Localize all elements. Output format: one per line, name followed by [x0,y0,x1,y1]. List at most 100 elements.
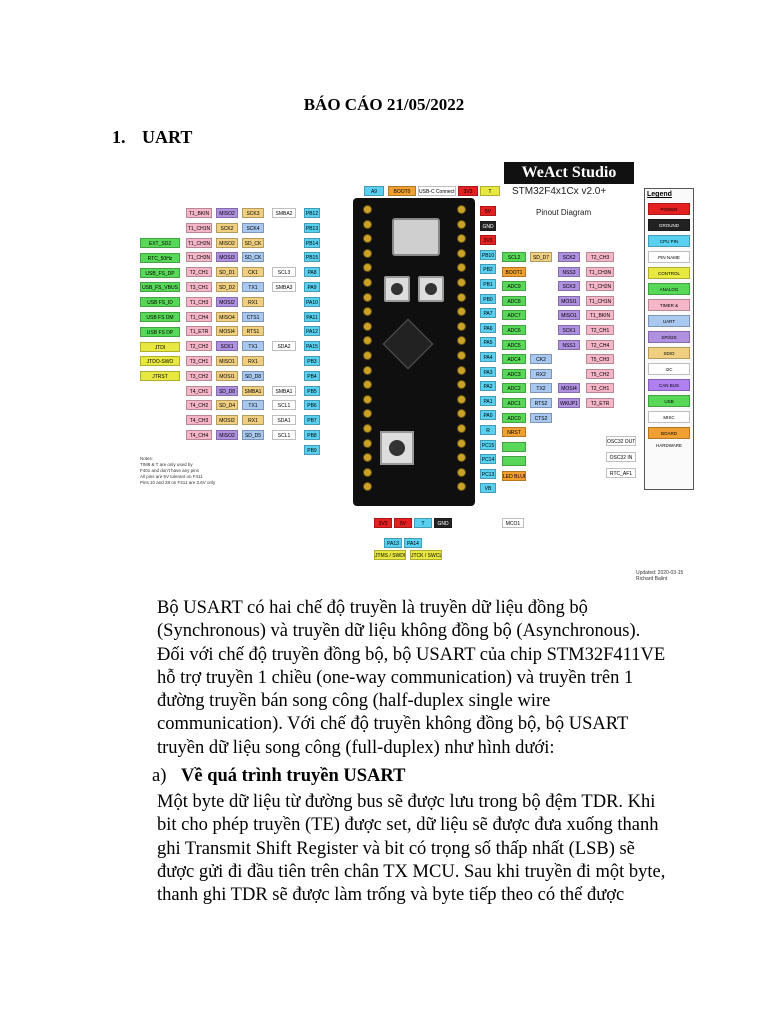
pin-tag: R [480,425,496,435]
pin-tag: SD_D2 [216,282,238,292]
paragraph-usart-transmit: Một byte dữ liệu từ đường bus sẽ được lư… [157,791,717,907]
pin-tag: PB13 [304,222,320,233]
header-pin [364,352,371,359]
boot0-button [384,276,410,302]
header-pin [364,468,371,476]
figure-subtitle: STM32F4x1Cx v2.0+ [512,186,607,197]
note-line: TIM8 & T are only used by [140,462,193,467]
pin-tag: CK1 [242,267,264,278]
pin-tag: PA9 [304,282,320,292]
pin-tag: 3V3 [374,518,392,528]
note-line: Richard Balint [636,576,668,582]
legend-item: BOARD HARDWARE [648,427,690,448]
pin-tag: T1_CH3 [186,296,212,307]
header-pin [364,249,371,257]
text-line: Một byte dữ liệu từ đường bus sẽ được lư… [157,792,656,812]
pin-tag: SD_CK [242,252,264,263]
pin-tag: T3_CH2 [186,370,212,381]
note-line: F401 and don't have any pins [140,468,199,473]
legend-item: PIN NAME [648,251,690,263]
pin-tag: USB FS DM [140,312,180,322]
text-line: Bộ USART có hai chế độ truyền là truyền … [157,598,588,618]
pin-tag: PB14 [304,237,320,248]
pin-tag: PB8 [304,430,320,440]
section-number: 1. [112,127,126,147]
header-pin [458,366,465,374]
header-pin [364,366,371,374]
pin-tag: T5_CH3 [586,354,614,365]
pin-tag: T2_ETR [586,398,614,408]
header-pin [364,308,371,316]
pin-tag: JTDO-SWO [140,356,180,367]
pin-tag: T4_CH4 [186,430,212,440]
pin-tag: SCK3 [242,208,264,218]
pin-tag: ADC3 [502,368,526,379]
paragraph-usart-modes: Bộ USART có hai chế độ truyền là truyền … [157,597,717,760]
pin-tag: ADC1 [502,398,526,408]
pin-tag: PA13 [384,538,402,548]
note-line: Pins 10 and 28 on F411 are 3.6V only [140,480,216,485]
pin-tag: T1_CH1N [186,222,212,233]
pin-tag: MISO1 [216,356,238,366]
pin-tag: GND [480,220,496,231]
brand-logo: WeAct Studio [504,162,634,184]
pin-tag: T1_CH1N [586,295,614,306]
pin-tag: OSC32 IN [606,452,636,462]
pinout-diagram-figure: WeAct Studio STM32F4x1Cx v2.0+ Pinout Di… [136,158,696,590]
pin-tag: T2_CH1 [186,267,212,278]
header-pin [458,308,465,316]
header-pin [364,483,371,491]
header-pin [458,468,465,476]
header-pin [458,249,465,257]
pin-tag: PA5 [480,337,496,348]
header-pin [458,264,465,272]
legend-item: POWER [648,203,690,215]
legend-item: CAN BUS [648,379,690,391]
header-pin [458,439,465,447]
note-line: Notes: [140,456,154,461]
header-pin [458,483,465,491]
pin-tag: MOSI4 [216,326,238,337]
section-title: UART [142,127,193,147]
pin-tag: PA12 [304,326,320,337]
pin-tag: PC15 [480,439,496,450]
pin-tag: MOSI1 [558,295,580,306]
legend-item: SDIO [648,347,690,359]
pin-tag: SDA1 [272,415,296,426]
usb-c-connector [392,218,440,256]
pin-tag: 3V3 [480,235,496,246]
legend-item: TIMER & CHANNEL [648,299,690,320]
pin-tag: PB9 [304,444,320,455]
header-pin [364,381,371,389]
text-line: ghi Transmit Shift Register và bit có tr… [157,838,635,859]
pin-tag: PB6 [304,400,320,411]
pin-tag: CTS2 [530,412,552,423]
pin-tag: SD_D7 [530,252,552,262]
text-line: Đối với chế độ truyền đồng bộ, bộ USART … [157,644,666,665]
pin-tag: SD_D8 [242,370,264,381]
pin-tag: WKUP1 [558,398,580,408]
pin-tag: SMBA1 [272,385,296,396]
pin-tag: PA1 [480,395,496,406]
header-pin [364,293,371,301]
pin-tag: GND [434,518,452,528]
header-pin [458,352,465,359]
pin-tag: T2_CH2 [186,341,212,352]
pin-tag: JTRST [140,371,180,382]
pin-tag: CK2 [530,354,552,365]
pin-tag: ADC5 [502,339,526,350]
legend-item: GROUND [648,219,690,231]
pin-tag: RX1 [242,356,264,366]
text-line: hỗ trợ truyền 1 chiều (one-way communica… [157,667,634,688]
legend-title: Legend [647,191,672,198]
header-pin [458,279,465,286]
pin-tag: PB0 [480,293,496,304]
pin-tag: OSC32 OUT [606,436,636,446]
header-pin [364,206,371,213]
pin-tag: PB15 [304,252,320,263]
header-pin [364,410,371,418]
nrst-button [418,276,444,302]
pin-tag: PB3 [304,356,320,366]
pin-tag: PA11 [304,311,320,322]
